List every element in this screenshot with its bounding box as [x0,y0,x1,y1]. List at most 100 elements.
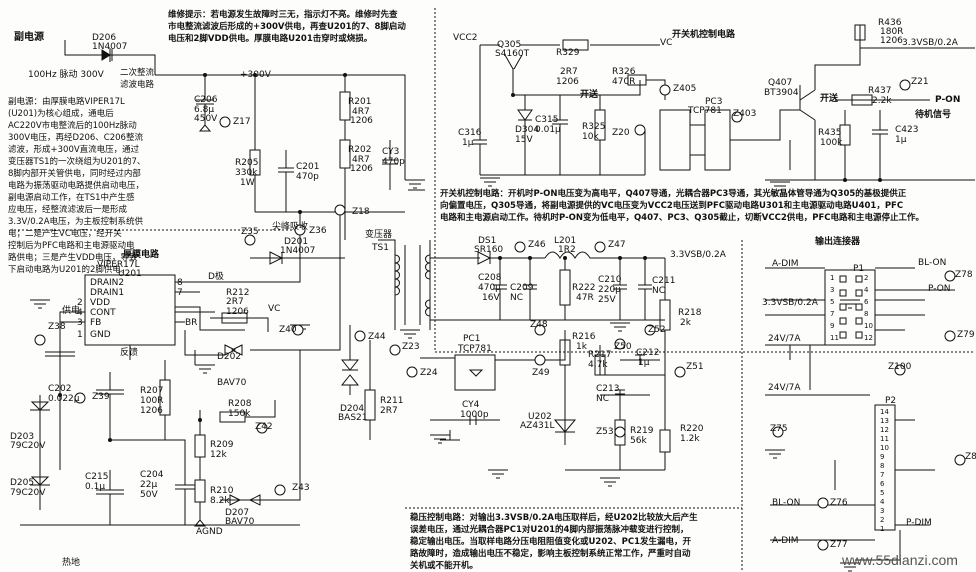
component-label-d205v: 79C20V [10,488,46,498]
component-label-r202: R202 [348,145,372,155]
component-label-q305v: S4160T [495,49,530,59]
signal-pon-p1: P-ON [928,284,951,294]
component-label-pc3: PC3 [705,97,723,107]
component-label-d304v: 15V [515,135,533,145]
component-label-c202v: 0.022μ [48,394,80,404]
component-label-z77: Z77 [830,540,848,550]
component-label-c202: C202 [48,384,72,394]
p2-pin-number: 2 [880,516,885,524]
component-label-d206v: 1N4007 [92,42,128,52]
component-label-u202v: AZ431L [520,421,555,431]
component-label-c211v: NC [652,286,666,296]
p2-pin-number: 4 [880,498,885,506]
component-label-c215v: 0.1μ [85,482,106,492]
switch-circuit-description: 开关机控制电路：开机时P-ON电压变为高电平，Q407导通，光耦合器PC3导通，… [440,189,925,223]
component-label-d206: D206 [92,33,117,43]
component-label-d205: D205 [10,478,35,488]
component-label-z47: Z47 [608,240,626,250]
component-label-d204: D204 [340,404,365,414]
component-label-z48: Z48 [530,320,548,330]
component-label-ds1: DS1 [478,236,497,246]
component-label-z17: Z17 [233,117,251,127]
component-label-c215: C215 [85,472,109,482]
component-label-z84: Z84 [965,452,976,462]
component-label-cy3: CY3 [382,147,400,157]
switch-circuit-title: 开关机控制电路 [672,30,736,40]
component-label-z403: Z403 [733,109,757,119]
p2-pin-number: 7 [880,471,885,479]
rail-3v3-top: 3.3VSB/0.2A [902,38,958,48]
signal-blon-p2: BL-ON [772,498,801,508]
component-label-c208: C208 [478,273,502,283]
component-label-c212v: 1μ [638,358,650,368]
p2-pin-number: 11 [880,435,889,443]
component-label-r326v: 470R [612,77,636,87]
component-label-l201v: 1R2 [558,245,576,255]
component-label-r329v: 2R7 [560,67,578,77]
component-label-r436v: 180R [880,27,904,37]
p2-pin-number: 12 [880,426,889,434]
component-label-r211: R211 [380,396,404,406]
component-label-z100: Z100 [888,362,912,372]
label-kaisong-1: 开送 [580,90,599,100]
block-title-aux-power: 副电源 [14,32,44,43]
component-label-d204v: BAS21 [338,413,368,423]
watermark-text: www.55dianzi.com [842,552,958,568]
description-aux-power: 副电源：由厚膜电路VIPER17L (U201)为核心组成，通电后 AC220V… [8,97,146,275]
component-label-c316: C316 [458,128,482,138]
component-label-r329: R329 [556,48,580,58]
component-label-pc1: PC1 [463,334,481,344]
label-hot-ground: 热地 [62,558,81,568]
label-kaisong-2: 开送 [820,94,839,104]
p2-pin-number: 8 [880,462,885,470]
component-label-c316v: 1μ [462,138,474,148]
p1-pin-number: 2 [864,274,869,282]
p1-pin-number: 11 [830,334,839,342]
component-label-c315: C315 [535,115,559,125]
label-300v: +300V [240,70,271,80]
component-label-z79: Z79 [957,330,975,340]
component-label-d207: D207 [225,508,250,518]
u201-pin-drain1: DRAIN1 [90,288,125,298]
u201-pin-number: 2 [77,298,83,308]
rail-pon-top: P-ON [935,95,961,105]
u201-title: 厚膜电路 [123,250,160,260]
component-label-r435v: 100k [820,138,843,148]
rail-3v3-secondary: 3.3VSB/0.2A [670,250,726,260]
p1-pin-number: 12 [864,334,873,342]
u201-pin-number: 8 [177,278,183,288]
p2-pin-number: 10 [880,444,889,452]
component-label-z20: Z20 [612,128,630,138]
component-label-r220v: 1.2k [680,434,700,444]
component-label-c213: C213 [596,384,620,394]
p1-pin-number: 7 [830,310,835,318]
component-label-c209: C209 [510,283,534,293]
label-peak-absorb: 尖峰吸收 [272,222,309,232]
p1-pin-number: 5 [830,298,835,306]
component-label-c206: C206 [194,95,218,105]
component-label-r222v: 47R [576,293,594,303]
component-label-cy4: CY4 [462,400,480,410]
component-label-r212v: 2R7 [226,297,244,307]
rail-vc-secondary: VC [268,304,281,314]
component-label-r436w: 1206 [880,36,903,46]
component-label-q407v: BT3904 [764,88,799,98]
component-label-r210v: 8.2k [210,496,230,506]
component-label-z40: Z40 [279,325,297,335]
component-label-z78: Z78 [955,270,973,280]
component-label-p2: P2 [885,396,897,406]
component-label-r216v: 1k [576,342,587,352]
component-label-z53: Z53 [596,427,614,437]
signal-adim-p2: A-DIM [772,536,799,546]
component-label-r325v: 10k [582,132,599,142]
component-label-r436: R436 [878,18,902,28]
p2-pin-number: 1 [880,525,885,533]
component-label-r212: R212 [226,288,250,298]
component-label-c210w: 25V [598,295,616,305]
component-label-pc3v: TCP781 [688,106,722,116]
component-label-r202v: 4R7 [352,155,370,165]
label-transformer: 变压器 [365,230,393,240]
component-label-z76: Z76 [830,498,848,508]
label-ts1: TS1 [372,243,389,253]
